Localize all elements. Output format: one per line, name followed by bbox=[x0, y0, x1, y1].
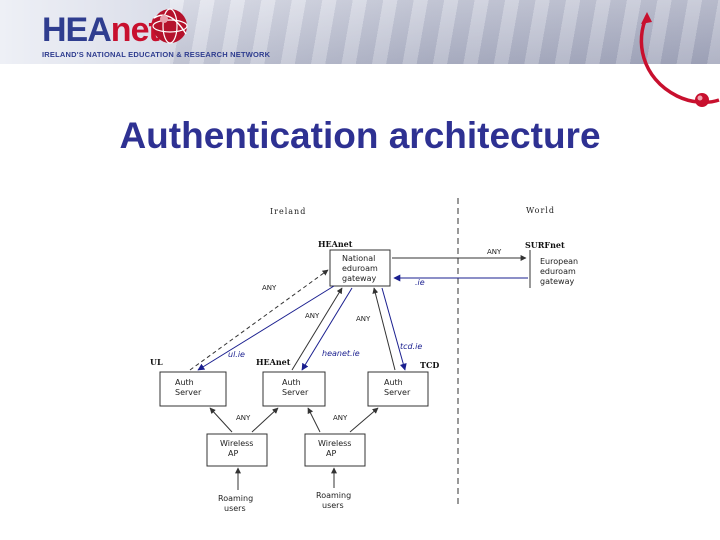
arrow-national-to-heanet bbox=[301, 287, 353, 371]
region-label-ireland: Ireland bbox=[270, 207, 306, 216]
label-heanet-ie: heanet.ie bbox=[322, 349, 360, 358]
label-any-ul: ANY bbox=[262, 284, 277, 292]
node-label-line: Roaming bbox=[316, 491, 351, 500]
arrow-heanet-to-national bbox=[291, 287, 343, 371]
label-tcd-ie: tcd.ie bbox=[400, 342, 422, 351]
node-label-line: AP bbox=[326, 449, 336, 458]
header-banner: HEAnet IRELAND'S NATIONAL EDUCATION & RE… bbox=[0, 0, 720, 64]
logo-tagline: IRELAND'S NATIONAL EDUCATION & RESEARCH … bbox=[42, 50, 271, 59]
arrow-tcd-to-national bbox=[372, 287, 396, 371]
node-label-line: eduroam bbox=[342, 264, 378, 273]
node-label-line: users bbox=[224, 504, 246, 513]
node-label-line: Server bbox=[175, 388, 202, 397]
architecture-diagram: Ireland World HEAnet SURFnet UL HEAnet T… bbox=[150, 198, 578, 513]
label-ie: .ie bbox=[415, 278, 425, 287]
org-label-heanet-mid: HEAnet bbox=[256, 357, 291, 367]
node-label-line: Auth bbox=[282, 378, 301, 387]
org-label-ul: UL bbox=[150, 357, 163, 367]
node-label-line: AP bbox=[228, 449, 238, 458]
org-label-surfnet: SURFnet bbox=[525, 240, 565, 250]
wireless-ap-right-box: Wireless AP bbox=[304, 433, 366, 467]
label-any-ap-left: ANY bbox=[236, 414, 251, 422]
node-label-line: European bbox=[540, 257, 578, 266]
node-label-line: Auth bbox=[384, 378, 403, 387]
arrow-ap-left-to-heanet bbox=[251, 407, 279, 433]
label-any-tcd: ANY bbox=[356, 315, 371, 323]
arrow-ul-to-national bbox=[189, 269, 329, 371]
national-gateway-box: National eduroam gateway bbox=[329, 249, 391, 287]
label-any-heanet: ANY bbox=[305, 312, 320, 320]
wireless-ap-left-box: Wireless AP bbox=[206, 433, 268, 467]
european-gateway-box: European eduroam gateway bbox=[529, 250, 578, 288]
roaming-users-left: Roaming users bbox=[218, 494, 253, 513]
node-label-line: Wireless bbox=[220, 439, 253, 448]
slide-title: Authentication architecture bbox=[119, 115, 601, 156]
banner-texture bbox=[170, 0, 720, 64]
logo-accent-text: net bbox=[110, 11, 160, 49]
auth-server-tcd-box: Auth Server bbox=[367, 371, 429, 407]
globe-icon bbox=[152, 8, 188, 44]
node-label-line: Wireless bbox=[318, 439, 351, 448]
node-label-line: National bbox=[342, 254, 375, 263]
label-any-ap-right: ANY bbox=[333, 414, 348, 422]
node-label-line: Server bbox=[282, 388, 309, 397]
logo-main-text: HEA bbox=[42, 11, 112, 49]
auth-server-ul-box: Auth Server bbox=[159, 371, 227, 407]
arrow-ap-right-to-tcd bbox=[349, 407, 379, 433]
swoosh-decoration bbox=[639, 12, 720, 107]
node-label-line: Server bbox=[384, 388, 411, 397]
node-label-line: users bbox=[322, 501, 344, 510]
label-ul-ie: ul.ie bbox=[228, 350, 245, 359]
node-label-line: Auth bbox=[175, 378, 194, 387]
org-label-tcd: TCD bbox=[420, 360, 439, 370]
org-label-heanet-top: HEAnet bbox=[318, 239, 353, 249]
region-label-world: World bbox=[526, 206, 555, 215]
node-label-line: Roaming bbox=[218, 494, 253, 503]
arrow-ap-right-to-heanet bbox=[307, 407, 321, 433]
arrow-national-to-tcd bbox=[381, 287, 407, 371]
auth-server-heanet-box: Auth Server bbox=[262, 371, 326, 407]
node-label-line: eduroam bbox=[540, 267, 576, 276]
heanet-logo: HEAnet bbox=[42, 10, 160, 50]
node-label-line: gateway bbox=[342, 274, 376, 283]
roaming-users-right: Roaming users bbox=[316, 491, 351, 510]
arrow-national-to-ul bbox=[197, 285, 335, 371]
arrow-ap-left-to-ul bbox=[209, 407, 233, 433]
label-any-world: ANY bbox=[487, 248, 502, 256]
node-label-line: gateway bbox=[540, 277, 574, 286]
